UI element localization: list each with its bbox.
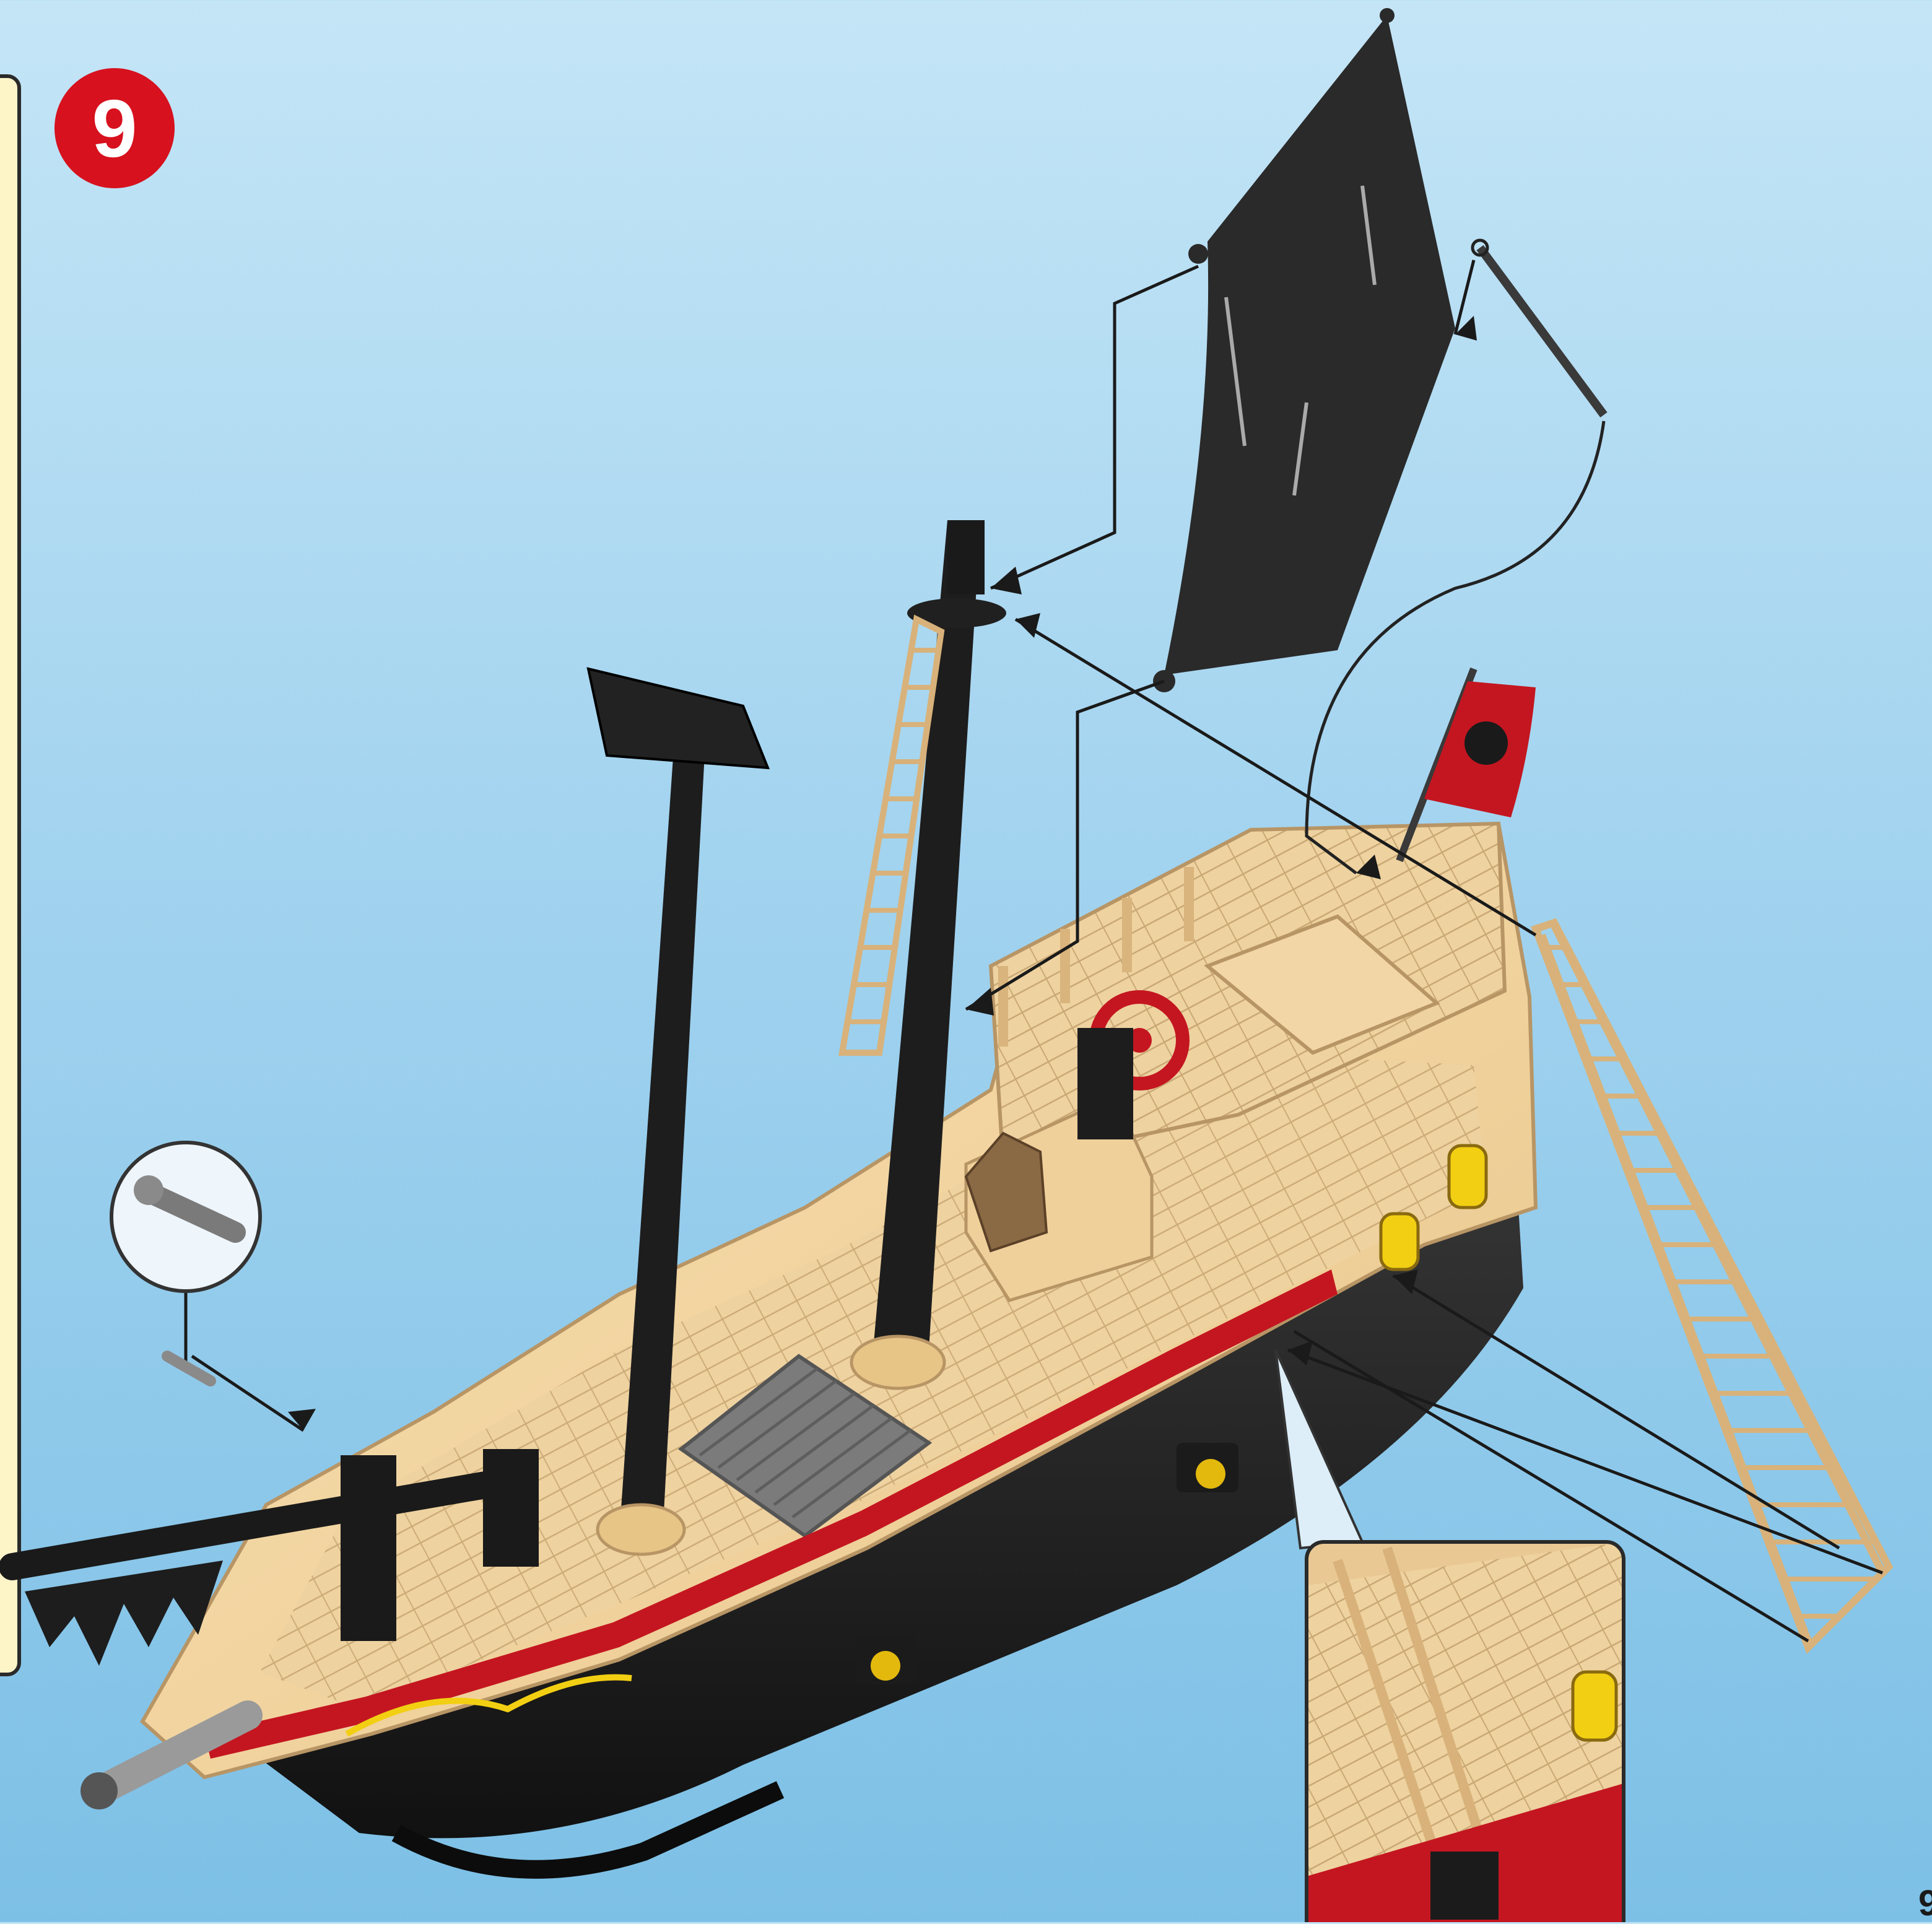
rope-ladder-part bbox=[1536, 923, 1889, 1647]
pin-callout bbox=[111, 1143, 260, 1381]
step-number-badge: 9 bbox=[54, 68, 175, 188]
page-number: 9 bbox=[1918, 1883, 1932, 1924]
main-sail bbox=[1153, 8, 1455, 692]
